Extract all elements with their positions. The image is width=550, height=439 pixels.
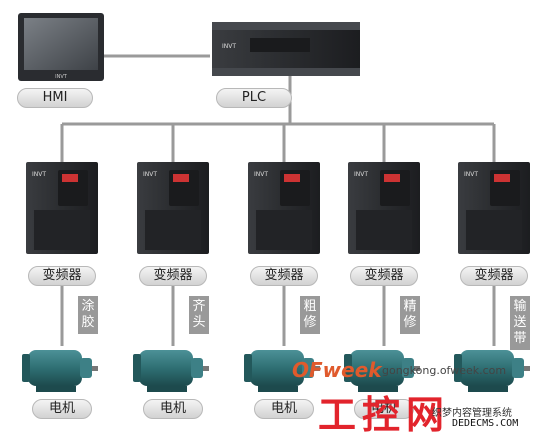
vfd-device-3: INVT [248,162,320,254]
vfd-label-4: 变频器 [350,266,418,286]
vfd-brand: INVT [464,171,478,178]
motor-5 [454,350,530,392]
plc-brand: INVT [222,43,236,50]
hmi-device: INVT [18,13,104,81]
vfd-brand: INVT [143,171,157,178]
connection-lines [60,54,496,346]
motor-4 [344,350,420,392]
task-label-3: 粗修 [300,296,320,334]
motor-label-4: 电机 [354,399,414,419]
motor-2 [133,350,209,392]
vfd-label-1: 变频器 [28,266,96,286]
watermark-cms: 织梦内容管理系统 [432,408,512,419]
task-label-5: 输送带 [510,296,530,350]
motor-1 [22,350,98,392]
watermark-logo: OFweek [292,358,382,382]
motor-label-1: 电机 [32,399,92,419]
plc-label: PLC [216,88,292,108]
watermark-title: 工控网 [318,393,451,437]
vfd-brand: INVT [354,171,368,178]
plc-device: INVT [212,22,360,76]
vfd-device-2: INVT [137,162,209,254]
task-label-1: 涂胶 [78,296,98,334]
motor-3 [244,350,320,392]
task-label-4: 精修 [400,296,420,334]
vfd-label-2: 变频器 [139,266,207,286]
task-label-2: 齐头 [189,296,209,334]
vfd-label-3: 变频器 [250,266,318,286]
vfd-label-5: 变频器 [460,266,528,286]
motor-label-3: 电机 [254,399,314,419]
vfd-device-1: INVT [26,162,98,254]
vfd-brand: INVT [254,171,268,178]
watermark-url: gongkong.ofweek.com [382,364,507,377]
vfd-brand: INVT [32,171,46,178]
vfd-device-5: INVT [458,162,530,254]
hmi-label: HMI [17,88,93,108]
motor-label-2: 电机 [143,399,203,419]
watermark-site: DEDECMS.COM [452,418,519,429]
vfd-device-4: INVT [348,162,420,254]
hmi-brand: INVT [55,74,68,80]
